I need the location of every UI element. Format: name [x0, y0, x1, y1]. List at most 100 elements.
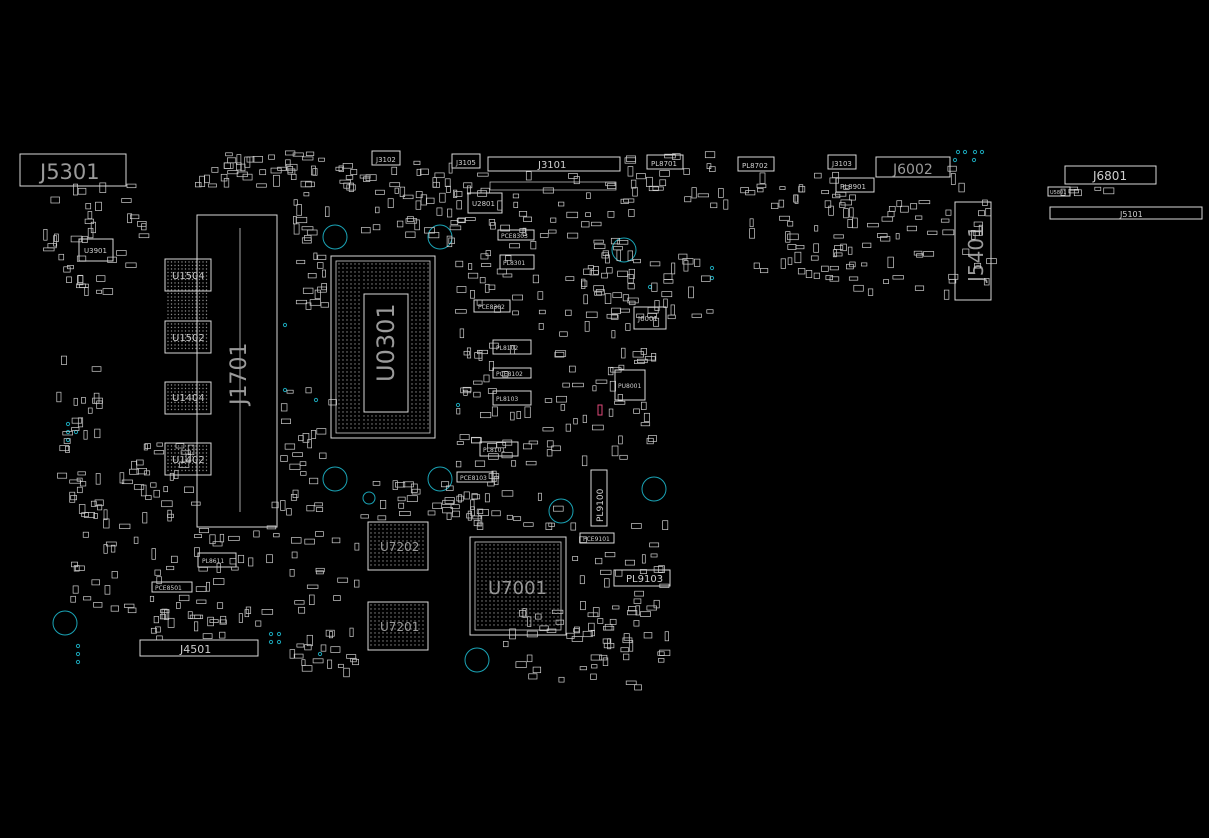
bga-ball [477, 612, 479, 614]
cap-pce8302[interactable]: PCE8302 [473, 299, 511, 313]
bga-ball [414, 528, 416, 530]
inductor-pl8103[interactable]: PL8103 [492, 390, 532, 406]
bga-ball [545, 568, 547, 570]
bga-ball [191, 282, 194, 284]
bga-ball [188, 268, 190, 270]
bga-ball [177, 398, 180, 400]
inductor-pl8702[interactable]: PL8702 [737, 156, 775, 172]
chip-u1502[interactable]: U1502 [164, 320, 212, 354]
bga-ball [493, 600, 495, 602]
ic-pu8001[interactable]: PU8001 [614, 369, 646, 401]
bga-ball [346, 303, 348, 305]
bga-ball [415, 351, 417, 353]
smd-passive [153, 616, 159, 624]
connector-j6001[interactable]: J6001 [633, 306, 667, 330]
smd-passive [881, 216, 894, 222]
bga-ball [423, 339, 425, 341]
inductor-pl8701[interactable]: PL8701 [646, 154, 684, 170]
bga-ball [367, 287, 369, 289]
smd-passive [723, 199, 729, 210]
inductor-pl9103[interactable]: PL9103 [613, 569, 671, 587]
bga-ball [177, 264, 180, 267]
smd-passive [592, 424, 604, 431]
smd-passive [581, 455, 588, 467]
inductor-pl8102[interactable]: PL8102 [492, 339, 532, 355]
smd-passive [161, 500, 173, 508]
bga-ball [371, 415, 373, 417]
chip-u3901[interactable]: U3901 [78, 238, 114, 262]
bga-ball [375, 287, 377, 289]
bga-ball [354, 415, 356, 417]
smd-passive [105, 541, 117, 547]
connector-j5101[interactable]: J5101 [1049, 206, 1203, 220]
connector-j3101[interactable]: J3101 [487, 156, 621, 191]
smd-passive [141, 223, 147, 231]
chip-u5801[interactable]: U5801 [1047, 186, 1071, 197]
bga-ball [167, 394, 169, 397]
label-j3105: J3105 [455, 159, 476, 167]
bga-ball [418, 532, 420, 534]
connector-j6801[interactable]: J6801 [1064, 165, 1157, 185]
bga-ball [195, 445, 197, 447]
cap-pce8102[interactable]: PCE8102 [492, 367, 532, 379]
bga-ball [188, 264, 190, 267]
slot-j1701[interactable]: J1701 [196, 214, 278, 528]
bga-ball [195, 462, 197, 465]
smd-passive [94, 499, 104, 507]
cap-pce8303[interactable]: PCE8303 [497, 229, 535, 241]
bga-ball [170, 347, 173, 350]
smd-passive [294, 600, 305, 605]
bga-ball [406, 604, 408, 606]
smd-passive [377, 515, 387, 521]
smd-passive [636, 173, 646, 180]
bga-ball [411, 391, 413, 393]
bga-ball [191, 310, 194, 312]
chip-u7201[interactable]: U7201 [367, 601, 429, 651]
chip-u1402[interactable]: U1402 [164, 442, 212, 476]
inductor-pl9100[interactable]: PL9100 [590, 469, 608, 527]
smd-passive [363, 176, 371, 182]
bga-ball [167, 306, 169, 309]
smd-passive [614, 400, 626, 405]
bga-ball [342, 399, 344, 401]
cpu-u0301[interactable]: U0301 [330, 255, 436, 439]
inductor-pl8301[interactable]: PL8301 [499, 254, 535, 270]
bga-ball [346, 411, 348, 413]
smd-passive [535, 613, 542, 620]
connector-j3105[interactable]: J3105 [451, 153, 481, 169]
bga-ball [174, 292, 176, 295]
connector-j5301[interactable]: J5301 [19, 153, 127, 187]
connector-j6002[interactable]: J6002 [875, 156, 951, 178]
connector-j4501[interactable]: J4501 [139, 639, 259, 657]
bga-ball [525, 548, 527, 550]
cap-pce9101[interactable]: PCE9101 [579, 532, 615, 544]
smd-passive [861, 262, 868, 267]
inductor-pl8901[interactable]: PL8901 [835, 177, 875, 193]
chip-u7202[interactable]: U7202 [367, 521, 429, 571]
chip-u1404[interactable]: U1404 [164, 381, 212, 415]
bga-ball [370, 532, 372, 534]
smd-passive [399, 186, 406, 197]
gpu-u7001[interactable]: U7001 [469, 536, 567, 636]
smd-passive [554, 351, 565, 358]
inductor-pl8101[interactable]: PL8101 [479, 441, 519, 457]
smd-passive [620, 198, 629, 204]
cap-pce8501[interactable]: PCE8501 [151, 581, 193, 593]
smd-passive [280, 500, 286, 511]
bga-ball [188, 282, 190, 284]
bga-ball [489, 584, 491, 586]
bga-ball [374, 612, 376, 614]
chip-u1504[interactable]: U1504 [164, 258, 212, 292]
bga-ball [497, 604, 499, 606]
connector-j3102[interactable]: J3102 [371, 150, 401, 166]
smd-passive [604, 623, 613, 631]
cap-pce8103[interactable]: PCE8103 [456, 471, 494, 483]
bga-ball [402, 644, 404, 646]
bga-ball [358, 411, 360, 413]
bga-ball [188, 333, 190, 336]
bga-ball [427, 295, 429, 297]
smd-passive [694, 258, 701, 267]
bga-ball [350, 319, 352, 321]
bga-ball [407, 279, 409, 281]
connector-j3103[interactable]: J3103 [827, 154, 857, 170]
